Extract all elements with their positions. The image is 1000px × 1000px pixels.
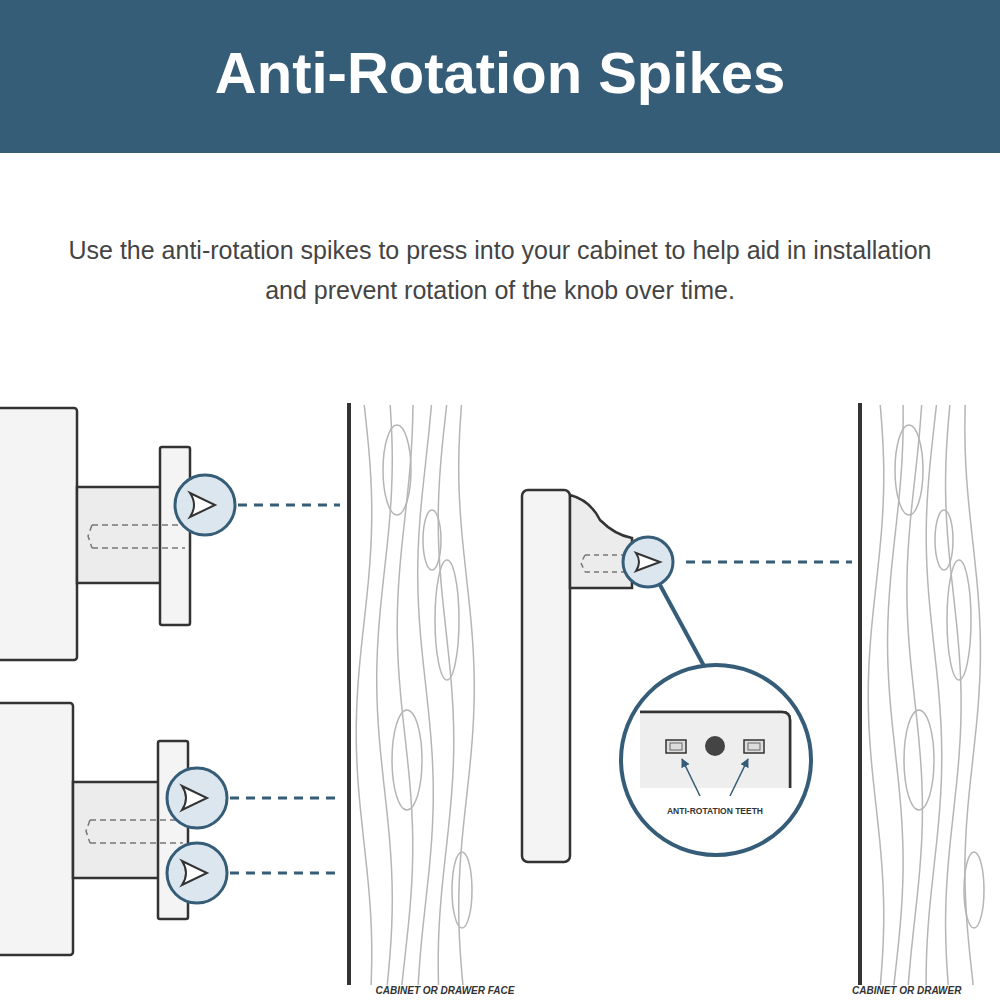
caption: Use the anti-rotation spikes to press in… [60,230,940,310]
alignment-line [230,872,340,875]
header-band [0,0,1000,153]
knob-double-spike [0,703,227,955]
surface-label: CABINET OR DRAWER FACE [345,985,545,996]
zoom-callout [621,665,811,855]
teeth-label: ANTI-ROTATION TEETH [650,806,780,816]
alignment-line [238,504,340,507]
wood-grain [356,405,984,985]
alignment-line [686,561,852,564]
zoom-leader [660,585,704,666]
cabinet-face [347,403,351,985]
surface-label: CABINET OR DRAWER [852,985,996,996]
title: Anti-Rotation Spikes [0,38,1000,108]
knob-single-spike [0,408,235,660]
alignment-line [230,797,340,800]
cabinet-face [858,403,862,985]
